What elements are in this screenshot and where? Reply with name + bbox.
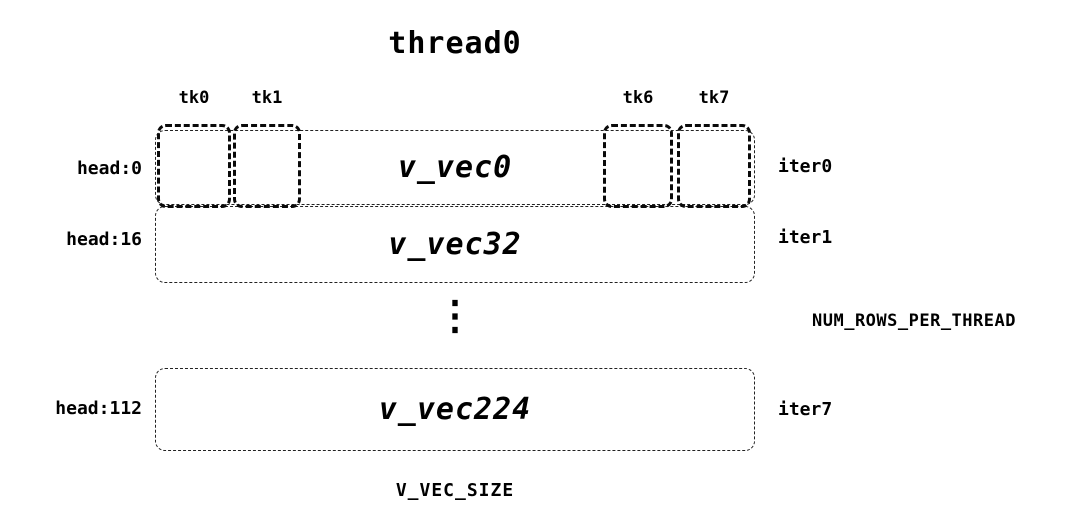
head-16-label: head:16 xyxy=(66,229,142,250)
tk6-box xyxy=(603,124,673,208)
tk1-label: tk1 xyxy=(251,88,283,108)
v-vec224-label: v_vec224 xyxy=(378,392,532,427)
num-rows-per-thread-label: NUM_ROWS_PER_THREAD xyxy=(812,311,1016,331)
tk0-box xyxy=(157,124,231,208)
iter0-row-box: v_vec0 xyxy=(155,130,755,205)
head-112-label: head:112 xyxy=(55,398,142,419)
iter1-row-box: v_vec32 xyxy=(155,206,755,283)
v-vec-size-label: V_VEC_SIZE xyxy=(395,480,515,501)
head-0-label: head:0 xyxy=(76,158,142,179)
iter0-label: iter0 xyxy=(778,156,833,177)
iter7-row-box: v_vec224 xyxy=(155,368,755,451)
tk7-box xyxy=(677,124,751,208)
v-vec0-label: v_vec0 xyxy=(397,150,513,185)
diagram-title: thread0 xyxy=(388,26,522,61)
tk7-label: tk7 xyxy=(698,88,730,108)
tk6-label: tk6 xyxy=(622,88,654,108)
iter1-label: iter1 xyxy=(778,227,833,248)
vertical-ellipsis: ⋮ xyxy=(435,293,475,339)
iter7-label: iter7 xyxy=(778,399,833,420)
tk1-box xyxy=(233,124,301,208)
tk0-label: tk0 xyxy=(178,88,210,108)
v-vec32-label: v_vec32 xyxy=(388,227,522,262)
